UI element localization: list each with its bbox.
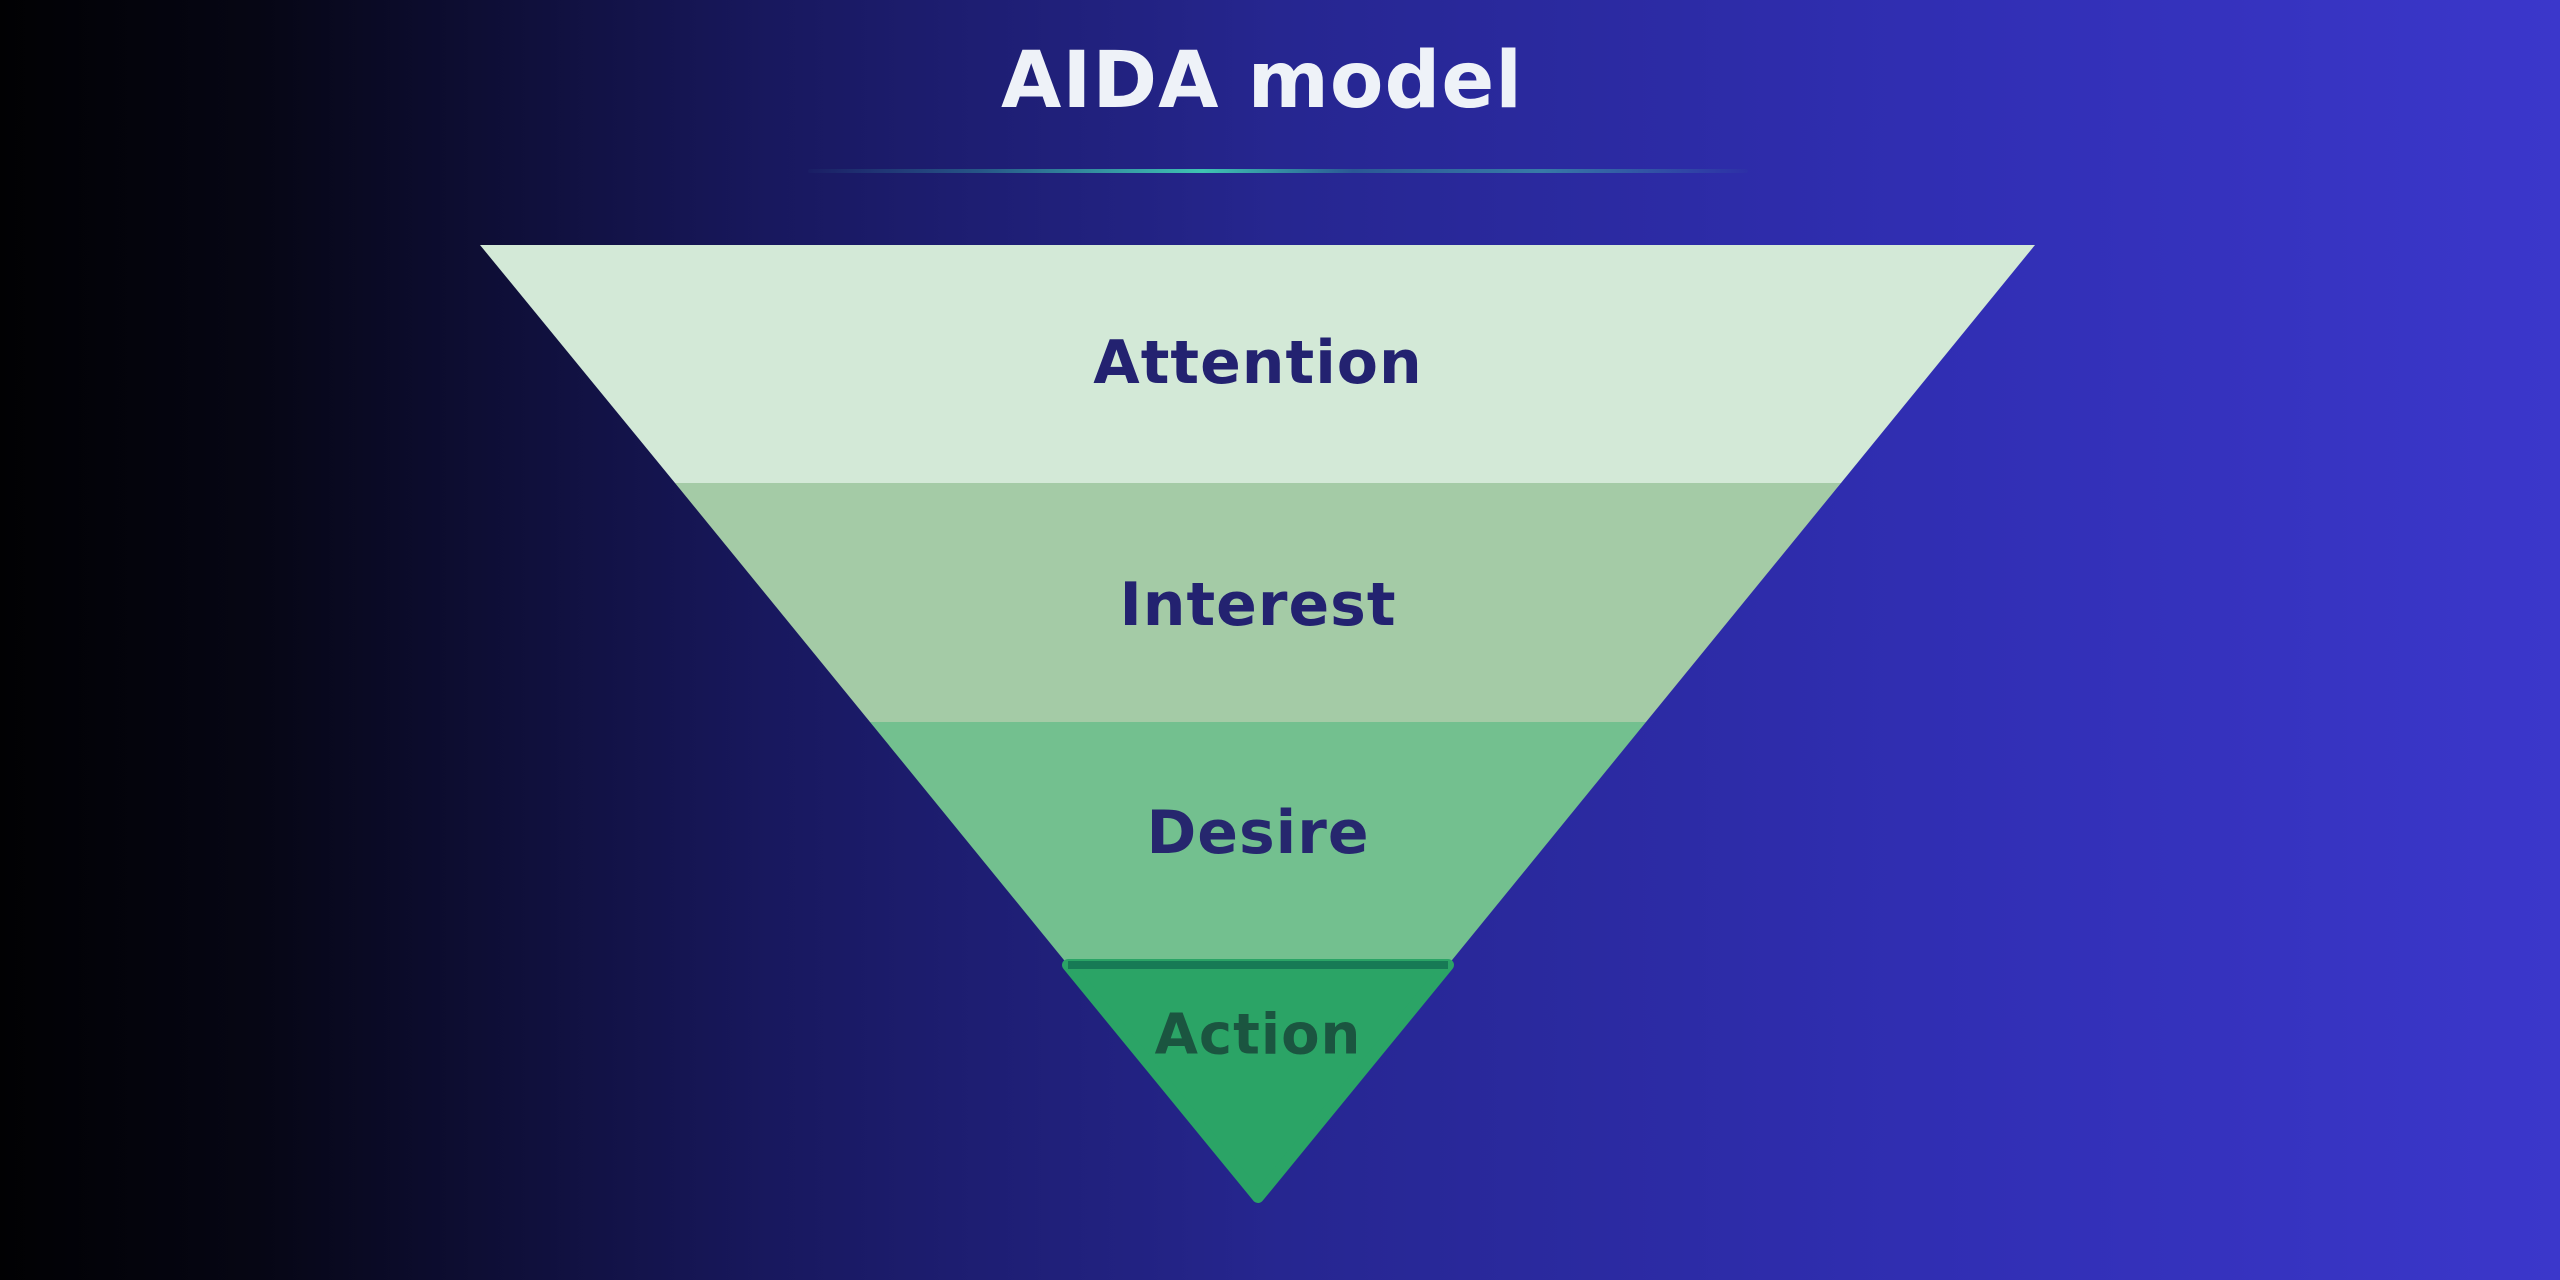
funnel-stage-action	[1062, 959, 1454, 1203]
funnel-label-action: Action	[1154, 1002, 1362, 1068]
funnel-stage-desire	[870, 722, 1646, 965]
title-underline	[808, 169, 1748, 173]
funnel-stage-interest	[675, 483, 1841, 722]
funnel-stage-attention	[480, 245, 2035, 483]
funnel-label-attention: Attention	[1093, 328, 1423, 398]
funnel-label-interest: Interest	[1119, 570, 1397, 640]
page-title: AIDA model	[1001, 36, 1523, 126]
funnel-label-desire: Desire	[1146, 798, 1370, 868]
